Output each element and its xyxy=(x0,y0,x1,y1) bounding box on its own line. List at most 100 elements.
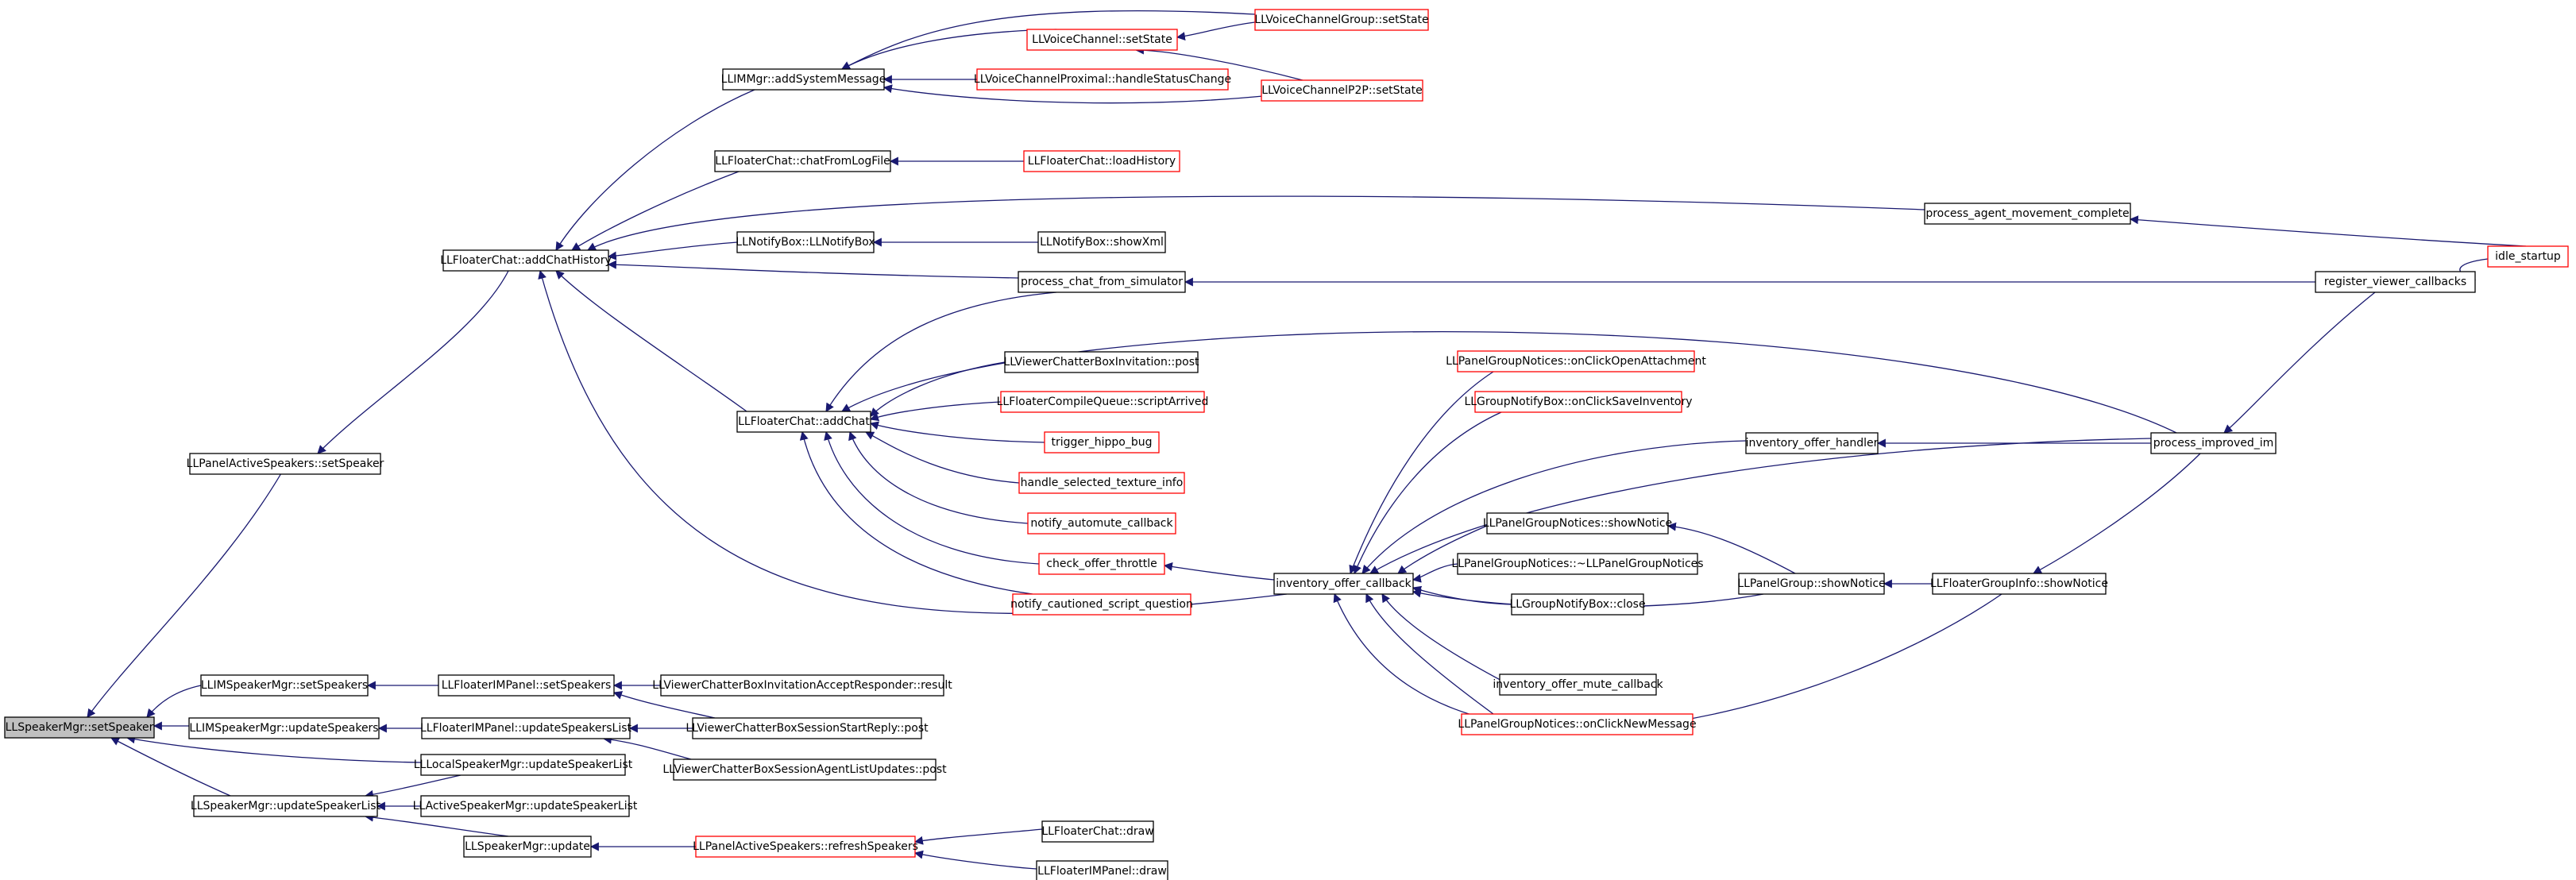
node-gnbClose[interactable]: LLGroupNotifyBox::close xyxy=(1509,593,1646,616)
node-box[interactable] xyxy=(722,68,885,91)
node-box[interactable] xyxy=(189,453,381,475)
node-box[interactable] xyxy=(1457,553,1698,575)
node-box[interactable] xyxy=(193,795,378,817)
node-box[interactable] xyxy=(1474,391,1682,413)
node-nbox[interactable]: LLNotifyBox::LLNotifyBox xyxy=(736,231,875,253)
node-box[interactable] xyxy=(660,674,944,697)
node-lsmUpd[interactable]: LLLocalSpeakerMgr::updateSpeakerList xyxy=(414,754,633,776)
node-rvc[interactable]: register_viewer_callbacks xyxy=(2315,271,2476,293)
node-box[interactable] xyxy=(673,758,937,781)
node-box[interactable] xyxy=(1000,391,1205,413)
node-pcfs[interactable]: process_chat_from_simulator xyxy=(1018,271,1186,293)
node-box[interactable] xyxy=(1038,553,1165,575)
node-box[interactable] xyxy=(1036,860,1168,880)
node-nboxShow[interactable]: LLNotifyBox::showXml xyxy=(1037,231,1166,253)
node-hsti[interactable]: handle_selected_texture_info xyxy=(1018,472,1185,494)
node-ncsq[interactable]: notify_cautioned_script_question xyxy=(1010,593,1193,616)
node-asmUpd[interactable]: LLActiveSpeakerMgr::updateSpeakerList xyxy=(413,795,638,817)
node-vcbAccept[interactable]: LLViewerChatterBoxInvitationAcceptRespon… xyxy=(652,674,952,697)
node-fcLog[interactable]: LLFloaterChat::chatFromLogFile xyxy=(714,150,891,172)
node-fimSet[interactable]: LLFloaterIMPanel::setSpeakers xyxy=(438,674,615,697)
node-pas[interactable]: LLPanelActiveSpeakers::setSpeaker xyxy=(187,453,384,475)
node-fcDraw[interactable]: LLFloaterChat::draw xyxy=(1041,820,1154,843)
node-root[interactable]: LLSpeakerMgr::setSpeaker xyxy=(4,716,155,739)
node-box[interactable] xyxy=(1924,203,2131,225)
node-box[interactable] xyxy=(2150,432,2277,454)
node-hippo[interactable]: trigger_hippo_bug xyxy=(1044,431,1160,454)
node-box[interactable] xyxy=(695,836,916,858)
node-pgShow[interactable]: LLPanelGroup::showNotice xyxy=(1737,573,1886,595)
node-ioc[interactable]: inventory_offer_callback xyxy=(1273,573,1414,595)
node-box[interactable] xyxy=(1499,674,1657,696)
node-box[interactable] xyxy=(188,717,380,739)
node-box[interactable] xyxy=(1018,472,1185,494)
node-box[interactable] xyxy=(200,674,369,697)
node-vcgSet[interactable]: LLVoiceChannelGroup::setState xyxy=(1254,9,1429,31)
node-box[interactable] xyxy=(421,717,631,739)
node-fcqScript[interactable]: LLFloaterCompileQueue::scriptArrived xyxy=(997,391,1209,413)
node-fgiShow[interactable]: LLFloaterGroupInfo::showNotice xyxy=(1930,573,2108,595)
node-box[interactable] xyxy=(1745,432,1879,454)
node-cot[interactable]: check_offer_throttle xyxy=(1038,553,1165,575)
node-box[interactable] xyxy=(2487,245,2569,268)
node-box[interactable] xyxy=(1486,512,1669,535)
node-fcAdd[interactable]: LLFloaterChat::addChat xyxy=(736,411,871,433)
node-vcbStart[interactable]: LLViewerChatterBoxSessionStartReply::pos… xyxy=(686,717,929,739)
node-gnbSave[interactable]: LLGroupNotifyBox::onClickSaveInventory xyxy=(1464,391,1693,413)
node-box[interactable] xyxy=(1461,713,1694,735)
node-pasRefresh[interactable]: LLPanelActiveSpeakers::refreshSpeakers xyxy=(693,836,918,858)
node-ioh[interactable]: inventory_offer_handler xyxy=(1745,432,1879,454)
node-box[interactable] xyxy=(736,231,875,253)
node-imsSet[interactable]: LLIMSpeakerMgr::setSpeakers xyxy=(200,674,369,697)
node-box[interactable] xyxy=(1027,512,1176,535)
node-fimDraw[interactable]: LLFloaterIMPanel::draw xyxy=(1036,860,1168,880)
node-box[interactable] xyxy=(420,754,626,776)
node-smUpdate[interactable]: LLSpeakerMgr::update xyxy=(463,836,592,858)
node-fimUpd[interactable]: LLFloaterIMPanel::updateSpeakersList xyxy=(420,717,632,739)
node-pim[interactable]: process_improved_im xyxy=(2150,432,2277,454)
node-pgnNew[interactable]: LLPanelGroupNotices::onClickNewMessage xyxy=(1458,713,1697,735)
node-box[interactable] xyxy=(714,150,891,172)
node-vcp2pSet[interactable]: LLVoiceChannelP2P::setState xyxy=(1261,79,1423,102)
node-box[interactable] xyxy=(1037,231,1166,253)
node-box[interactable] xyxy=(1932,573,2107,595)
node-box[interactable] xyxy=(420,795,630,817)
node-fcHist[interactable]: LLFloaterChat::addChatHistory xyxy=(440,249,612,272)
node-box[interactable] xyxy=(1044,431,1160,454)
node-box[interactable] xyxy=(442,249,609,272)
node-box[interactable] xyxy=(1511,593,1644,616)
node-box[interactable] xyxy=(1023,150,1180,172)
node-box[interactable] xyxy=(2315,271,2476,293)
node-fcLoad[interactable]: LLFloaterChat::loadHistory xyxy=(1023,150,1180,172)
node-box[interactable] xyxy=(976,68,1229,91)
node-vcpHandle[interactable]: LLVoiceChannelProximal::handleStatusChan… xyxy=(974,68,1231,91)
node-box[interactable] xyxy=(1041,820,1154,843)
node-box[interactable] xyxy=(1738,573,1885,595)
node-box[interactable] xyxy=(438,674,615,697)
node-box[interactable] xyxy=(1273,573,1414,595)
node-box[interactable] xyxy=(1457,350,1695,372)
node-vcSet[interactable]: LLVoiceChannel::setState xyxy=(1026,29,1178,51)
node-box[interactable] xyxy=(1026,29,1178,51)
node-box[interactable] xyxy=(736,411,871,433)
node-box[interactable] xyxy=(4,716,155,739)
node-pamc[interactable]: process_agent_movement_complete xyxy=(1924,203,2131,225)
node-pgnShow[interactable]: LLPanelGroupNotices::showNotice xyxy=(1483,512,1672,535)
node-iomc[interactable]: inventory_offer_mute_callback xyxy=(1493,674,1663,696)
node-smUpd[interactable]: LLSpeakerMgr::updateSpeakerList xyxy=(191,795,381,817)
node-box[interactable] xyxy=(1004,351,1199,373)
node-imAdd[interactable]: LLIMMgr::addSystemMessage xyxy=(721,68,886,91)
node-pgnOpen[interactable]: LLPanelGroupNotices::onClickOpenAttachme… xyxy=(1446,350,1706,372)
node-box[interactable] xyxy=(1018,271,1186,293)
node-box[interactable] xyxy=(1012,593,1191,616)
node-pgnDtor[interactable]: LLPanelGroupNotices::~LLPanelGroupNotice… xyxy=(1451,553,1704,575)
node-vcbInvPost[interactable]: LLViewerChatterBoxInvitation::post xyxy=(1004,351,1199,373)
node-vcbAgent[interactable]: LLViewerChatterBoxSessionAgentListUpdate… xyxy=(662,758,947,781)
node-box[interactable] xyxy=(1254,9,1429,31)
node-box[interactable] xyxy=(1261,79,1423,102)
node-box[interactable] xyxy=(463,836,592,858)
node-imsUpd[interactable]: LLIMSpeakerMgr::updateSpeakers xyxy=(188,717,380,739)
node-nac[interactable]: notify_automute_callback xyxy=(1027,512,1176,535)
node-idle[interactable]: idle_startup xyxy=(2487,245,2569,268)
node-box[interactable] xyxy=(692,717,922,739)
